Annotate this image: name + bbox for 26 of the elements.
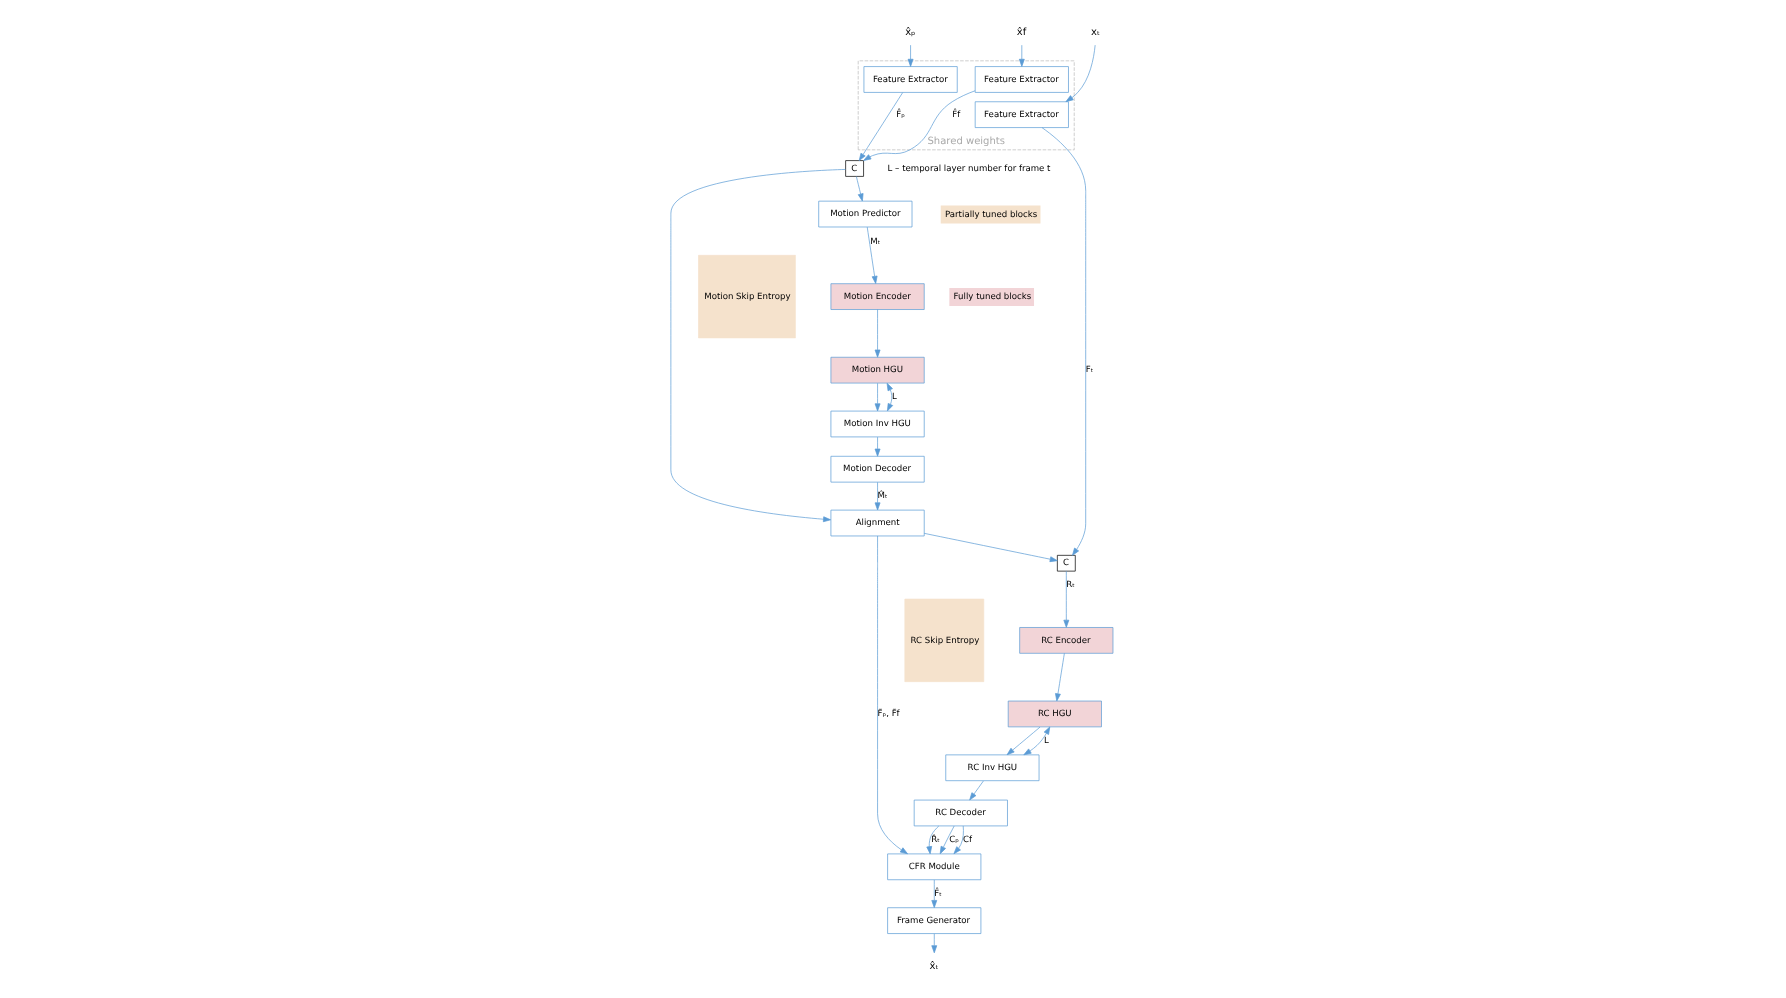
arrow xyxy=(939,825,955,855)
arrow xyxy=(953,825,964,855)
arrow xyxy=(886,382,894,412)
arrow xyxy=(877,535,908,855)
arrow xyxy=(926,825,940,855)
arrow xyxy=(1063,570,1070,628)
arrow xyxy=(858,92,904,161)
arrow xyxy=(874,382,881,412)
arrow xyxy=(874,436,881,457)
arrow xyxy=(866,226,878,284)
arrow xyxy=(874,482,881,511)
arrow xyxy=(1006,726,1041,756)
arrow xyxy=(863,90,976,161)
arrow xyxy=(1065,44,1096,103)
arrow xyxy=(931,933,938,954)
arrow xyxy=(907,44,914,67)
arrow xyxy=(1018,44,1025,67)
arrow xyxy=(874,309,881,358)
arrow xyxy=(1041,127,1087,556)
arrow xyxy=(931,879,938,908)
arrow xyxy=(1023,726,1051,756)
arrow xyxy=(670,169,846,523)
arrow xyxy=(923,533,1058,563)
arrow xyxy=(969,780,984,801)
arrow xyxy=(1055,653,1065,702)
arrow xyxy=(856,176,864,202)
